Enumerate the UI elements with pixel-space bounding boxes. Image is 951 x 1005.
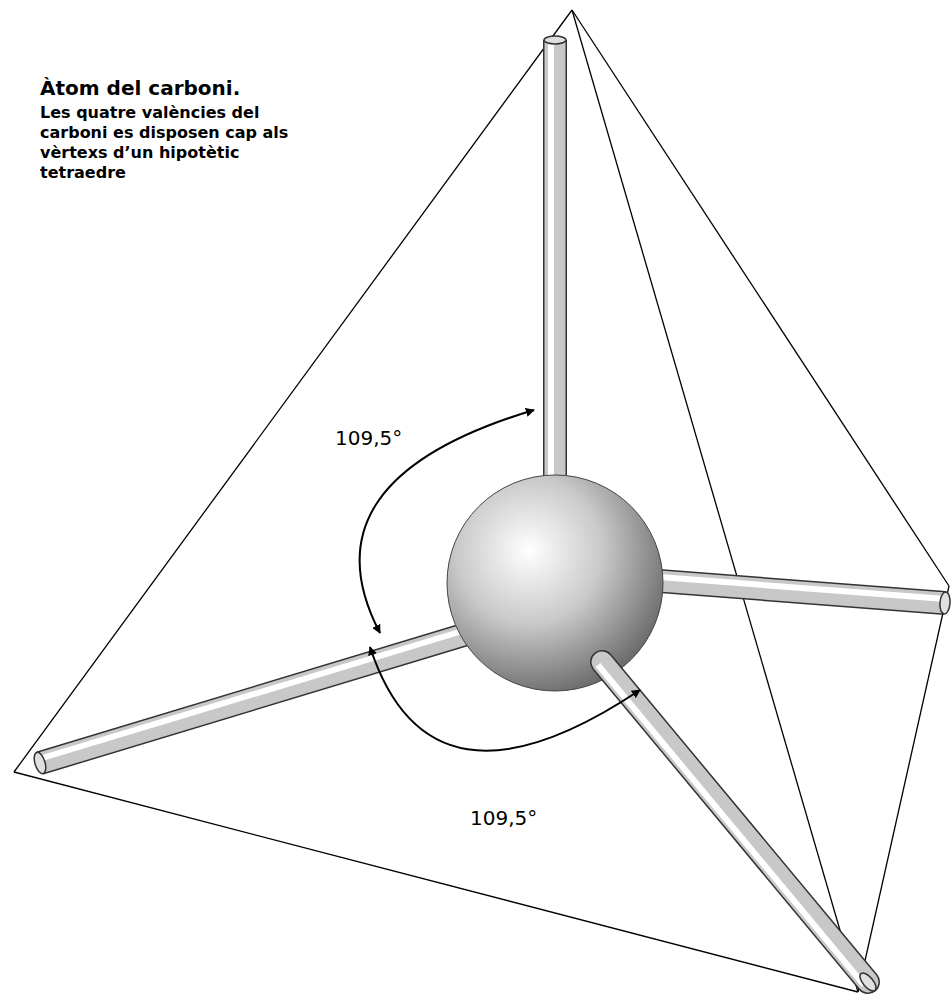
angle-label: 109,5°: [468, 806, 539, 830]
angle-arcs: [360, 410, 640, 751]
angle-label: 109,5°: [333, 426, 404, 450]
title-text: Àtom del carboni.: [40, 76, 240, 100]
tetrahedron-edges: [14, 10, 949, 992]
bond-cylinders: [32, 36, 951, 775]
front-bond: [598, 662, 879, 994]
carbon-atom: [447, 475, 663, 691]
caption-text: Les quatre valències del carboni es disp…: [40, 103, 315, 183]
